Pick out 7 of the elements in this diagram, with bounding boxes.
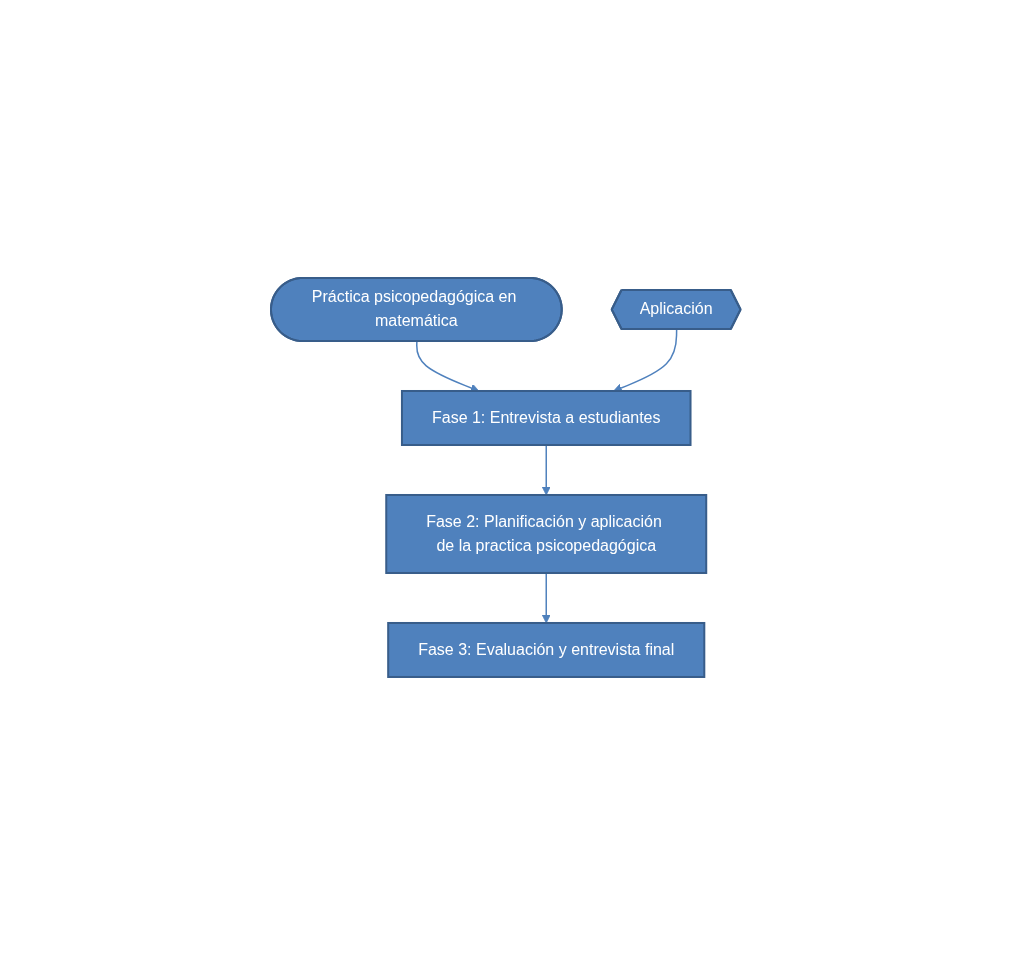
node-box: Fase 1: Entrevista a estudiantes	[400, 390, 692, 446]
arrow	[415, 340, 479, 393]
node-box: Fase 2: Planificación y aplicación de la practica psicopedagógica	[384, 494, 707, 574]
arrow	[613, 328, 678, 393]
node-box: Fase 3: Evaluación y entrevista final	[386, 622, 705, 678]
arrow	[541, 444, 551, 496]
arrow	[541, 572, 551, 624]
